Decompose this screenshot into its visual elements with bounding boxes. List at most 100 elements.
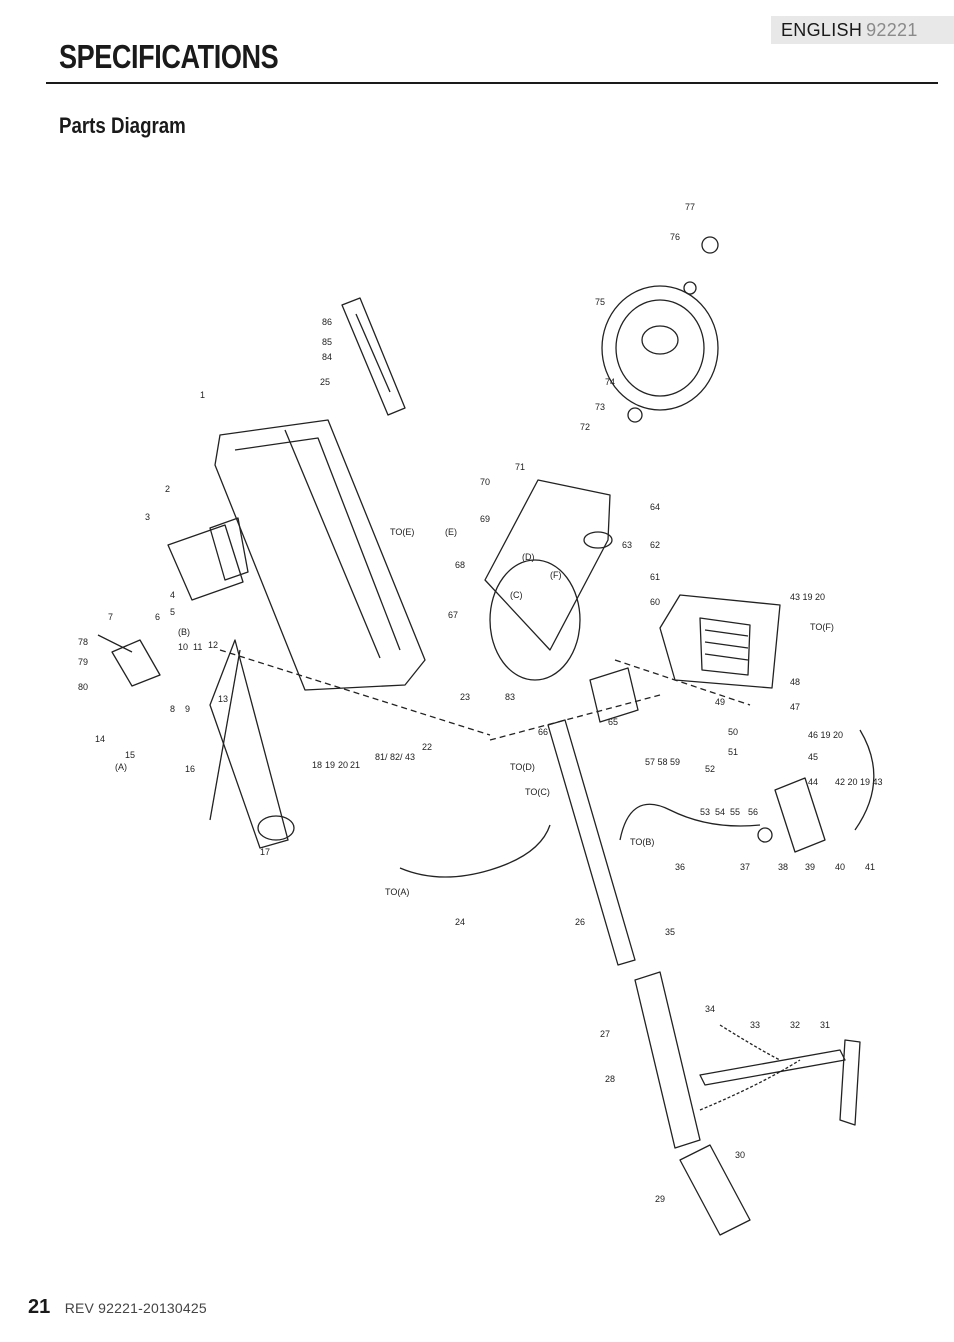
callout-77: 77 xyxy=(685,202,695,212)
ref-d: (D) xyxy=(522,552,535,562)
callout-9: 9 xyxy=(185,704,190,714)
callout-81: 81/ 82/ 43 xyxy=(375,752,415,762)
parts-diagram: 1 2 3 4 5 6 7 78 79 80 10 11 12 8 9 13 1… xyxy=(78,202,883,1236)
callout-5: 5 xyxy=(170,607,175,617)
callout-61: 61 xyxy=(650,572,660,582)
callout-55: 55 xyxy=(730,807,740,817)
callout-22: 22 xyxy=(422,742,432,752)
callout-43: 43 19 20 xyxy=(790,592,825,602)
callout-48: 48 xyxy=(790,677,800,687)
callout-49: 49 xyxy=(715,697,725,707)
callout-2: 2 xyxy=(165,484,170,494)
callout-19: 19 xyxy=(325,760,335,770)
callout-26: 26 xyxy=(575,917,585,927)
callout-21: 21 xyxy=(350,760,360,770)
callout-80: 80 xyxy=(78,682,88,692)
ref-f: (F) xyxy=(550,570,562,580)
callout-14: 14 xyxy=(95,734,105,744)
callout-15: 15 xyxy=(125,750,135,760)
callout-38: 38 xyxy=(778,862,788,872)
callout-20: 20 xyxy=(338,760,348,770)
ref-to-a: TO(A) xyxy=(385,887,409,897)
callout-70: 70 xyxy=(480,477,490,487)
callout-50: 50 xyxy=(728,727,738,737)
callout-33: 33 xyxy=(750,1020,760,1030)
callout-62: 62 xyxy=(650,540,660,550)
ref-e: (E) xyxy=(445,527,457,537)
callout-27: 27 xyxy=(600,1029,610,1039)
callout-54: 54 xyxy=(715,807,725,817)
callout-29: 29 xyxy=(655,1194,665,1204)
callout-1: 1 xyxy=(200,390,205,400)
ref-to-e: TO(E) xyxy=(390,527,414,537)
subsection-title: Parts Diagram xyxy=(59,113,186,138)
callout-40: 40 xyxy=(835,862,845,872)
callout-68: 68 xyxy=(455,560,465,570)
callout-71: 71 xyxy=(515,462,525,472)
callout-10: 10 xyxy=(178,642,188,652)
callout-17: 17 xyxy=(260,847,270,857)
callout-12: 12 xyxy=(208,640,218,650)
callout-6: 6 xyxy=(155,612,160,622)
callout-35: 35 xyxy=(665,927,675,937)
callout-85: 85 xyxy=(322,337,332,347)
callout-24: 24 xyxy=(455,917,465,927)
callout-56: 56 xyxy=(748,807,758,817)
callout-66: 66 xyxy=(538,727,548,737)
callout-64: 64 xyxy=(650,502,660,512)
ref-to-f: TO(F) xyxy=(810,622,834,632)
callout-28: 28 xyxy=(605,1074,615,1084)
callout-51: 51 xyxy=(728,747,738,757)
callout-45: 45 xyxy=(808,752,818,762)
callout-8: 8 xyxy=(170,704,175,714)
callout-44: 44 xyxy=(808,777,818,787)
header-rule xyxy=(46,82,938,84)
callout-18: 18 xyxy=(312,760,322,770)
ref-c: (C) xyxy=(510,590,523,600)
callout-83: 83 xyxy=(505,692,515,702)
callout-3: 3 xyxy=(145,512,150,522)
revision-code: REV 92221-20130425 xyxy=(64,1300,207,1316)
callout-11: 11 xyxy=(193,642,202,652)
ref-a: (A) xyxy=(115,762,127,772)
callout-72: 72 xyxy=(580,422,590,432)
callout-60: 60 xyxy=(650,597,660,607)
callout-52: 52 xyxy=(705,764,715,774)
ref-b: (B) xyxy=(178,627,190,637)
callout-47: 47 xyxy=(790,702,800,712)
callout-76: 76 xyxy=(670,232,680,242)
callout-32: 32 xyxy=(790,1020,800,1030)
callout-39: 39 xyxy=(805,862,815,872)
ref-to-d: TO(D) xyxy=(510,762,535,772)
callout-63: 63 xyxy=(622,540,632,550)
callout-73: 73 xyxy=(595,402,605,412)
callout-13: 13 xyxy=(218,694,228,704)
callout-16: 16 xyxy=(185,764,195,774)
callout-37: 37 xyxy=(740,862,750,872)
callout-53: 53 xyxy=(700,807,710,817)
callout-74: 74 xyxy=(605,377,615,387)
callout-86: 86 xyxy=(322,317,332,327)
ref-to-c: TO(C) xyxy=(525,787,550,797)
model-number: 92221 xyxy=(866,20,918,40)
callout-34: 34 xyxy=(705,1004,715,1014)
callout-36: 36 xyxy=(675,862,685,872)
callout-69: 69 xyxy=(480,514,490,524)
callout-31: 31 xyxy=(820,1020,830,1030)
callout-67: 67 xyxy=(448,610,458,620)
callout-41: 41 xyxy=(865,862,875,872)
page-footer: 21 REV 92221-20130425 xyxy=(28,1296,207,1319)
section-title: SPECIFICATIONS xyxy=(59,38,279,75)
callout-7: 7 xyxy=(108,612,113,622)
callout-78: 78 xyxy=(78,637,88,647)
callout-23: 23 xyxy=(460,692,470,702)
callout-84: 84 xyxy=(322,352,332,362)
callout-25: 25 xyxy=(320,377,330,387)
callout-79: 79 xyxy=(78,657,88,667)
callout-65: 65 xyxy=(608,717,618,727)
callout-4: 4 xyxy=(170,590,175,600)
page-number: 21 xyxy=(28,1296,51,1318)
ref-to-b: TO(B) xyxy=(630,837,654,847)
